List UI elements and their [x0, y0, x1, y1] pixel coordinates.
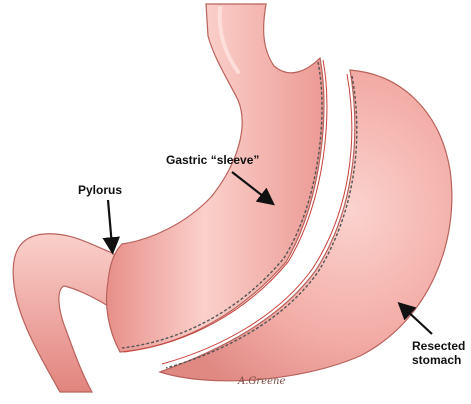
arrow-pylorus	[108, 200, 112, 246]
artist-signature: A.Greene	[237, 376, 285, 387]
arrow-resected-stomach	[404, 308, 432, 334]
label-pylorus: Pylorus	[78, 183, 122, 197]
label-resected-line1: Resected	[412, 339, 465, 353]
label-gastric-sleeve: Gastric “sleeve”	[166, 153, 259, 167]
label-resected-line2: stomach	[412, 353, 461, 367]
